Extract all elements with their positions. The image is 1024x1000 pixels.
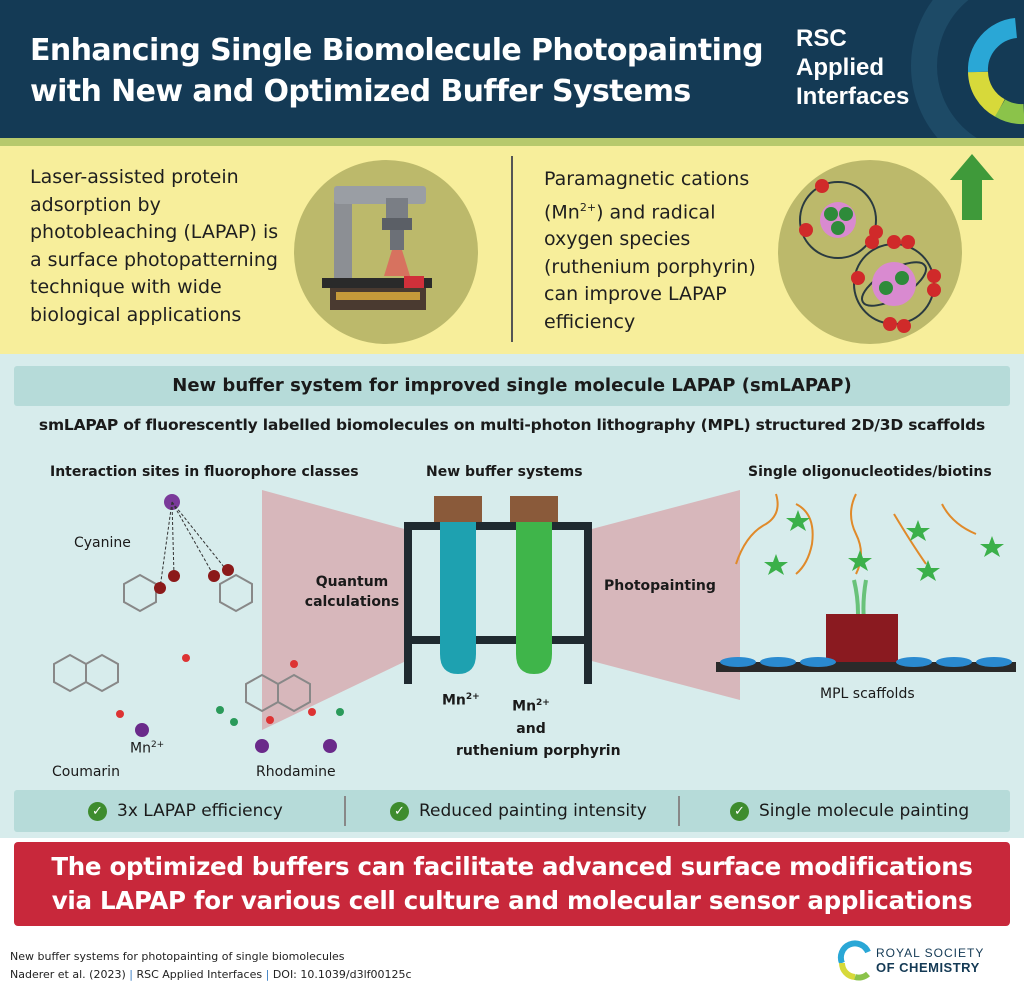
fluorophore-star-icon: [764, 510, 1004, 581]
conclusion-line-1: The optimized buffers can facilitate adv…: [51, 852, 973, 881]
up-arrow-icon: [950, 154, 994, 220]
mn-label: Mn2+: [130, 740, 165, 757]
journal-name: RSC Applied Interfaces: [796, 24, 909, 111]
cation-line-6: efficiency: [544, 310, 636, 333]
citation-title: New buffer systems for photopainting of …: [10, 950, 345, 963]
rsc-ring-logo-icon: [911, 0, 1024, 138]
mpl-scaffolds-label: MPL scaffolds: [820, 686, 915, 702]
right-heading: Single oligonucleotides/biotins: [748, 464, 992, 480]
journal-line-2: Applied: [796, 54, 884, 81]
rsc-logo-icon: [837, 940, 871, 981]
cation-line-4: (ruthenium porphyrin): [544, 255, 756, 278]
benefits-bar: ✓ 3x LAPAP efficiency ✓ Reduced painting…: [14, 790, 1010, 832]
check-icon: ✓: [390, 801, 409, 821]
benefit-divider: [344, 796, 346, 826]
microscope-icon: [294, 160, 478, 344]
lapap-line-6: biological applications: [30, 303, 242, 326]
rsc-wordmark: ROYAL SOCIETY OF CHEMISTRY: [876, 946, 985, 975]
lapap-line-4: a surface photopatterning: [30, 248, 278, 271]
journal-line-3: Interfaces: [796, 83, 910, 110]
citation: New buffer systems for photopainting of …: [10, 948, 412, 984]
test-tube-icon: [510, 496, 558, 674]
doi-link[interactable]: DOI: 10.1039/d3lf00125c: [272, 968, 412, 981]
cation-line-1: Paramagnetic cations: [544, 168, 750, 190]
title-line-1: Enhancing Single Biomolecule Photopainti…: [30, 33, 764, 68]
lapap-description: Laser-assisted protein adsorption by pho…: [30, 164, 278, 329]
test-tube-icon: [434, 496, 482, 674]
benefit-item: ✓ 3x LAPAP efficiency: [88, 790, 283, 832]
conclusion-banner: The optimized buffers can facilitate adv…: [14, 842, 1010, 926]
lapap-line-3: photobleaching (LAPAP) is: [30, 221, 279, 243]
footer: New buffer systems for photopainting of …: [0, 938, 1024, 1000]
citation-details: Naderer et al. (2023) | RSC Applied Inte…: [10, 968, 412, 981]
center-heading: New buffer systems: [426, 464, 583, 480]
intro-divider: [511, 156, 513, 342]
tube1-label: Mn2+: [442, 692, 480, 709]
tube2-label: Mn2+ and ruthenium porphyrin: [456, 698, 621, 759]
benefit-item: ✓ Reduced painting intensity: [390, 790, 647, 832]
main-subtitle: smLAPAP of fluorescently labelled biomol…: [38, 416, 986, 434]
page-title: Enhancing Single Biomolecule Photopainti…: [30, 30, 764, 112]
dna-scaffold-illustration: [716, 493, 1016, 672]
atom-cation-icon: [778, 160, 962, 344]
test-tube-rack: [404, 496, 592, 684]
cation-line-5: can improve LAPAP: [544, 283, 727, 306]
main-banner: New buffer system for improved single mo…: [14, 366, 1010, 406]
cation-line-2: (Mn2+) and radical: [544, 200, 716, 223]
cyanine-label: Cyanine: [74, 535, 131, 551]
intro-band: Laser-assisted protein adsorption by pho…: [0, 146, 1024, 354]
benefit-divider: [678, 796, 680, 826]
quantum-label: Quantum calculations: [304, 574, 400, 610]
header: Enhancing Single Biomolecule Photopainti…: [0, 0, 1024, 138]
lapap-line-5: technique with wide: [30, 276, 222, 298]
lapap-line-1: Laser-assisted protein: [30, 166, 239, 188]
benefit-item: ✓ Single molecule painting: [730, 790, 969, 832]
journal-line-1: RSC: [796, 25, 847, 52]
left-heading: Interaction sites in fluorophore classes: [50, 464, 359, 480]
photopainting-label: Photopainting: [604, 578, 716, 594]
lapap-line-2: adsorption by: [30, 193, 161, 216]
conclusion-line-2: via LAPAP for various cell culture and m…: [51, 886, 973, 915]
title-line-2: with New and Optimized Buffer Systems: [30, 74, 691, 109]
cation-description: Paramagnetic cations (Mn2+) and radical …: [544, 166, 756, 336]
rhodamine-label: Rhodamine: [256, 764, 336, 780]
check-icon: ✓: [88, 801, 107, 821]
intro-separator: [0, 138, 1024, 146]
coumarin-label: Coumarin: [52, 764, 120, 780]
cation-line-3: oxygen species: [544, 228, 691, 251]
fluorophore-molecules: [53, 494, 344, 753]
main-band: [0, 354, 1024, 838]
check-icon: ✓: [730, 801, 749, 821]
